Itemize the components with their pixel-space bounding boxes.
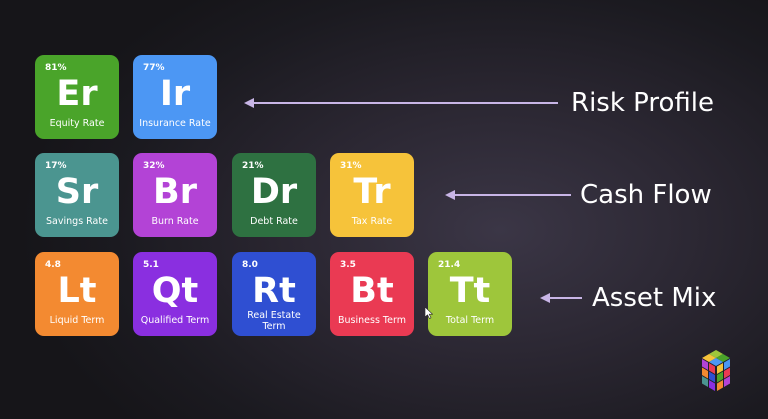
tile-value: 4.8 bbox=[45, 260, 61, 270]
tile-total-term: 21.4 Tt Total Term bbox=[428, 252, 512, 336]
tile-symbol: Tr bbox=[353, 172, 391, 212]
tile-label: Debt Rate bbox=[250, 216, 298, 227]
tile-value: 8.0 bbox=[242, 260, 258, 270]
tile-label: Savings Rate bbox=[46, 216, 108, 227]
tile-qualified-term: 5.1 Qt Qualified Term bbox=[133, 252, 217, 336]
tile-value: 32% bbox=[143, 161, 165, 171]
tile-label: Tax Rate bbox=[351, 216, 393, 227]
arrow-left-icon bbox=[445, 190, 571, 200]
tile-value: 5.1 bbox=[143, 260, 159, 270]
tile-label: Equity Rate bbox=[49, 118, 105, 129]
tile-symbol: Lt bbox=[57, 271, 97, 311]
tile-value: 21.4 bbox=[438, 260, 461, 270]
tile-debt-rate: 21% Dr Debt Rate bbox=[232, 153, 316, 237]
tile-label: Real Estate Term bbox=[247, 310, 301, 332]
tile-liquid-term: 4.8 Lt Liquid Term bbox=[35, 252, 119, 336]
arrow-left-icon bbox=[244, 98, 558, 108]
tile-label: Burn Rate bbox=[151, 216, 199, 227]
tile-symbol: Dr bbox=[250, 172, 298, 212]
tile-value: 3.5 bbox=[340, 260, 356, 270]
tile-burn-rate: 32% Br Burn Rate bbox=[133, 153, 217, 237]
mouse-pointer-icon bbox=[425, 307, 433, 319]
row-label-risk-profile: Risk Profile bbox=[571, 88, 714, 118]
tile-value: 81% bbox=[45, 63, 67, 73]
tile-symbol: Er bbox=[56, 74, 98, 114]
tile-savings-rate: 17% Sr Savings Rate bbox=[35, 153, 119, 237]
row-label-cash-flow: Cash Flow bbox=[580, 180, 712, 210]
tile-equity-rate: 81% Er Equity Rate bbox=[35, 55, 119, 139]
tile-label: Qualified Term bbox=[140, 315, 210, 326]
tile-label: Total Term bbox=[445, 315, 495, 326]
tile-insurance-rate: 77% Ir Insurance Rate bbox=[133, 55, 217, 139]
tile-business-term: 3.5 Bt Business Term bbox=[330, 252, 414, 336]
tile-label: Insurance Rate bbox=[139, 118, 211, 129]
tile-value: 17% bbox=[45, 161, 67, 171]
tile-symbol: Sr bbox=[55, 172, 99, 212]
rubiks-cube-logo-icon bbox=[702, 350, 730, 391]
tile-label: Liquid Term bbox=[49, 315, 105, 326]
tile-real-estate-term: 8.0 Rt Real Estate Term bbox=[232, 252, 316, 336]
tile-value: 77% bbox=[143, 63, 165, 73]
tile-label: Business Term bbox=[338, 315, 406, 326]
tile-symbol: Br bbox=[153, 172, 197, 212]
tile-symbol: Tt bbox=[449, 271, 491, 311]
tile-tax-rate: 31% Tr Tax Rate bbox=[330, 153, 414, 237]
tile-symbol: Qt bbox=[151, 271, 199, 311]
row-label-asset-mix: Asset Mix bbox=[592, 283, 717, 313]
tile-symbol: Ir bbox=[159, 74, 191, 114]
tile-value: 21% bbox=[242, 161, 264, 171]
tile-symbol: Bt bbox=[350, 271, 394, 311]
tile-symbol: Rt bbox=[252, 271, 296, 311]
tile-value: 31% bbox=[340, 161, 362, 171]
arrow-left-icon bbox=[540, 293, 582, 303]
